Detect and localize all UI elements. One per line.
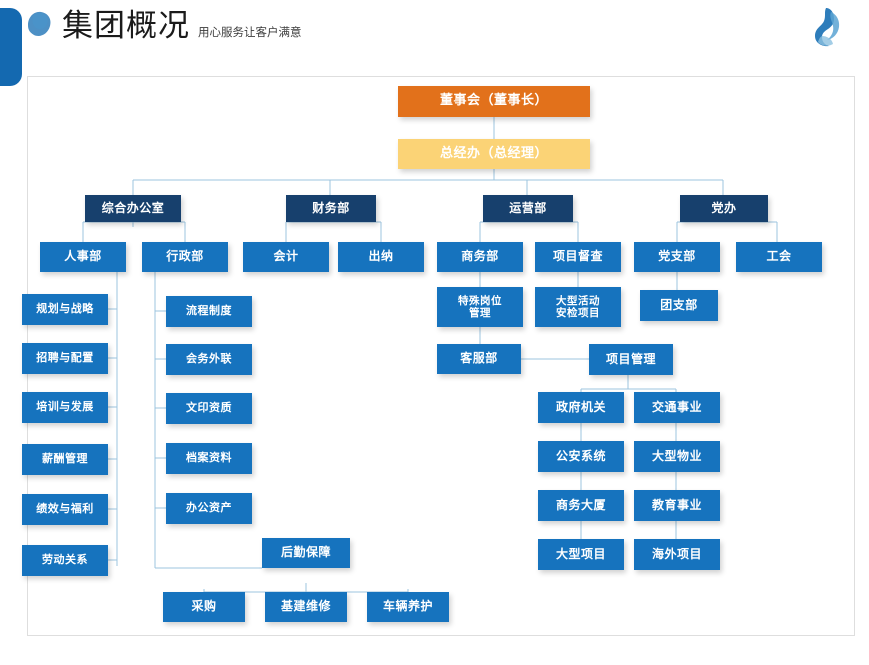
node-party-office[interactable]: 党办 xyxy=(680,195,768,222)
node-process-system[interactable]: 流程制度 xyxy=(166,296,252,327)
node-printing-qualification[interactable]: 文印资质 xyxy=(166,393,252,424)
blue-rounded-bar-decoration-icon xyxy=(0,8,22,86)
node-performance-benefits[interactable]: 绩效与福利 xyxy=(22,494,108,525)
node-board[interactable]: 董事会（董事长） xyxy=(398,86,590,117)
node-special-post-management[interactable]: 特殊岗位 管理 xyxy=(437,287,523,327)
page-title: 集团概况 xyxy=(62,8,190,44)
page-title-group: 集团概况 用心服务让客户满意 xyxy=(62,4,302,48)
node-procurement[interactable]: 采购 xyxy=(163,592,245,622)
node-infrastructure-maintenance[interactable]: 基建维修 xyxy=(265,592,347,622)
node-logistics-support[interactable]: 后勤保障 xyxy=(262,538,350,568)
node-large-project[interactable]: 大型项目 xyxy=(538,539,624,570)
node-government-agency[interactable]: 政府机关 xyxy=(538,392,624,423)
node-transportation-industry[interactable]: 交通事业 xyxy=(634,392,720,423)
node-training-development[interactable]: 培训与发展 xyxy=(22,392,108,423)
node-business-building[interactable]: 商务大厦 xyxy=(538,490,624,521)
node-general-admin-office[interactable]: 综合办公室 xyxy=(85,195,181,222)
node-recruitment-allocation[interactable]: 招聘与配置 xyxy=(22,343,108,374)
node-archives-materials[interactable]: 档案资料 xyxy=(166,443,252,474)
node-general-manager-office[interactable]: 总经办（总经理） xyxy=(398,139,590,169)
node-business-department[interactable]: 商务部 xyxy=(437,242,523,272)
node-youth-league-branch[interactable]: 团支部 xyxy=(640,290,718,321)
node-conference-liaison[interactable]: 会务外联 xyxy=(166,344,252,375)
node-cashier[interactable]: 出纳 xyxy=(338,242,424,272)
node-project-management[interactable]: 项目管理 xyxy=(589,344,673,375)
node-party-branch[interactable]: 党支部 xyxy=(634,242,720,272)
node-operations-department[interactable]: 运营部 xyxy=(483,195,573,222)
node-labor-union[interactable]: 工会 xyxy=(736,242,822,272)
node-finance-department[interactable]: 财务部 xyxy=(286,195,376,222)
node-large-property[interactable]: 大型物业 xyxy=(634,441,720,472)
node-large-event-security-project[interactable]: 大型活动 安检项目 xyxy=(535,287,621,327)
brand-logo-icon xyxy=(815,8,840,47)
node-accounting[interactable]: 会计 xyxy=(243,242,329,272)
node-labor-relations[interactable]: 劳动关系 xyxy=(22,545,108,576)
node-office-assets[interactable]: 办公资产 xyxy=(166,493,252,524)
node-overseas-project[interactable]: 海外项目 xyxy=(634,539,720,570)
node-hr-department[interactable]: 人事部 xyxy=(40,242,126,272)
node-vehicle-maintenance[interactable]: 车辆养护 xyxy=(367,592,449,622)
company-blob-logo-icon xyxy=(28,11,51,36)
node-large-event-security-project-line2: 安检项目 xyxy=(556,307,600,319)
node-education-industry[interactable]: 教育事业 xyxy=(634,490,720,521)
node-planning-strategy[interactable]: 规划与战略 xyxy=(22,294,108,325)
node-public-security-system[interactable]: 公安系统 xyxy=(538,441,624,472)
page-subtitle: 用心服务让客户满意 xyxy=(198,25,302,39)
node-special-post-management-line2: 管理 xyxy=(469,307,491,319)
node-administration-department[interactable]: 行政部 xyxy=(142,242,228,272)
node-special-post-management-line1: 特殊岗位 xyxy=(458,294,502,307)
node-customer-service-department[interactable]: 客服部 xyxy=(437,344,521,374)
node-compensation-management[interactable]: 薪酬管理 xyxy=(22,444,108,475)
node-large-event-security-project-line1: 大型活动 xyxy=(556,294,600,307)
node-project-supervision[interactable]: 项目督查 xyxy=(535,242,621,272)
